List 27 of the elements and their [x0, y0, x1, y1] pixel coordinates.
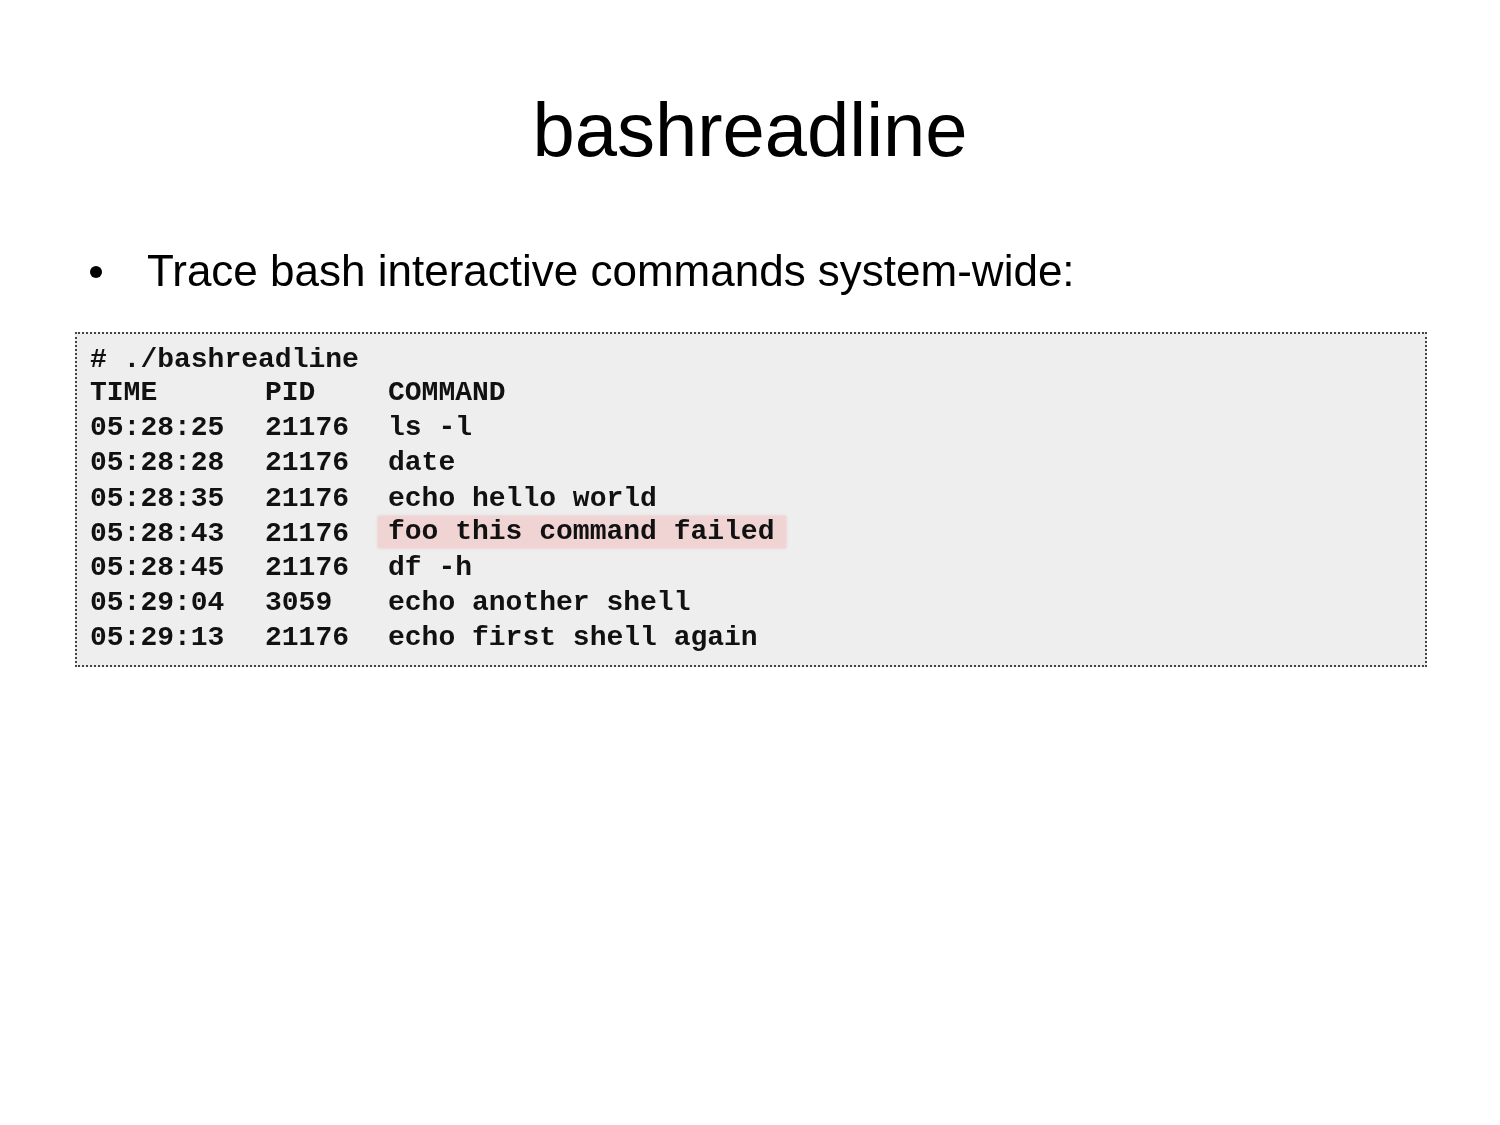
table-cell: echo first shell again — [388, 622, 758, 654]
column-header: COMMAND — [388, 377, 506, 409]
table-cell: 21176 — [265, 622, 349, 654]
column-header: PID — [265, 377, 316, 409]
table-cell: 05:28:35 — [90, 483, 225, 515]
table-cell: 05:29:04 — [90, 587, 225, 619]
table-cell: date — [388, 447, 456, 479]
table-cell: echo another shell — [388, 587, 691, 619]
table-cell: 21176 — [265, 412, 349, 444]
table-cell: ls -l — [388, 412, 472, 444]
command-prompt: # ./bashreadline — [90, 344, 359, 376]
table-cell: echo hello world — [388, 483, 657, 515]
table-cell: 21176 — [265, 518, 349, 550]
table-cell: 21176 — [265, 483, 349, 515]
table-cell: 21176 — [265, 447, 349, 479]
table-cell: 05:28:25 — [90, 412, 225, 444]
bullet-text: Trace bash interactive commands system-wide: — [147, 245, 1075, 297]
column-header: TIME — [90, 377, 158, 409]
table-cell: 05:28:45 — [90, 552, 225, 584]
table-cell: 05:29:13 — [90, 622, 225, 654]
highlighted-text: foo this command failed — [378, 516, 787, 548]
table-cell: df -h — [388, 552, 472, 584]
table-cell: 21176 — [265, 552, 349, 584]
table-cell: 05:28:43 — [90, 518, 225, 550]
table-cell: 05:28:28 — [90, 447, 225, 479]
table-cell: 3059 — [265, 587, 333, 619]
slide-title: bashreadline — [531, 86, 969, 174]
